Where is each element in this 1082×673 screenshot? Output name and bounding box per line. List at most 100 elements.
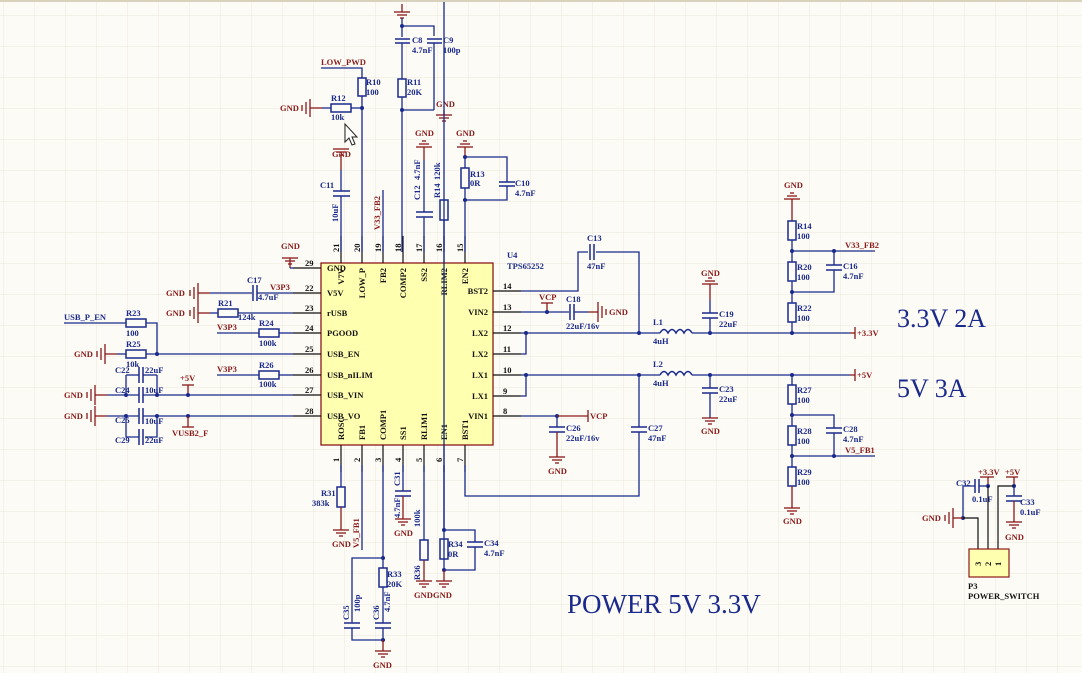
pin-number: 24: [305, 323, 314, 333]
gnd-label: GND: [166, 308, 185, 318]
gnd-symbol-left: [86, 385, 107, 405]
net-label-vusb2-f: VUSB2_F: [172, 428, 208, 438]
svg-text:R29: R29: [797, 467, 812, 477]
svg-text:1: 1: [993, 562, 1003, 566]
pin-number: 25: [305, 344, 314, 354]
gnd-label: GND: [609, 307, 628, 317]
pin-number: 17: [414, 243, 424, 252]
resistor-r33[interactable]: R33 20K: [378, 567, 403, 589]
resistor-r27[interactable]: R27 100: [787, 384, 812, 405]
svg-text:C24: C24: [115, 385, 130, 395]
gnd-label: GND: [784, 180, 803, 190]
svg-text:100p: 100p: [352, 594, 362, 612]
svg-text:100: 100: [126, 328, 139, 338]
pin-number: 10: [503, 365, 512, 375]
svg-text:100k: 100k: [259, 379, 277, 389]
svg-text:4.7nF: 4.7nF: [515, 188, 536, 198]
pin-number: 9: [503, 386, 507, 396]
svg-text:C36: C36: [371, 605, 381, 620]
svg-text:R14: R14: [432, 183, 442, 198]
svg-text:47nF: 47nF: [648, 433, 666, 443]
svg-text:C33: C33: [1020, 497, 1035, 507]
gnd-symbol-left: [96, 344, 117, 364]
pin-number: 2: [352, 458, 362, 462]
rail-label-3v3: 3.3V 2A: [897, 304, 986, 333]
pin-name: RLIM1: [419, 413, 429, 440]
resistor-r20[interactable]: R20 100: [787, 261, 812, 282]
resistor-r28[interactable]: R28 100: [787, 425, 812, 446]
svg-text:100p: 100p: [443, 45, 461, 55]
power-port-plus5v: +5V: [857, 370, 873, 380]
net-label-low-pwd: LOW_PWD: [321, 57, 366, 67]
resistor-r22[interactable]: R22 100: [787, 302, 812, 323]
svg-text:4.7nF: 4.7nF: [412, 45, 433, 55]
svg-text:R36: R36: [412, 565, 422, 580]
svg-text:4.7nF: 4.7nF: [392, 497, 402, 518]
svg-text:R23: R23: [126, 308, 141, 318]
svg-text:R11: R11: [407, 77, 421, 87]
resistor-r10[interactable]: R10 100: [357, 77, 381, 97]
svg-text:R28: R28: [797, 426, 812, 436]
svg-text:C11: C11: [320, 180, 334, 190]
pin-name: FB2: [378, 268, 388, 283]
svg-text:2: 2: [983, 562, 993, 566]
pin-name: SS1: [398, 426, 408, 440]
svg-text:C31: C31: [392, 471, 402, 486]
svg-text:R25: R25: [126, 339, 141, 349]
net-label-usb-p-en: USB_P_EN: [64, 312, 107, 322]
svg-text:R31: R31: [321, 488, 336, 498]
gnd-label: GND: [414, 590, 433, 600]
svg-text:4.7nF: 4.7nF: [382, 591, 392, 612]
ic-body-u4[interactable]: [320, 262, 494, 446]
gnd-label: GND: [701, 426, 720, 436]
svg-text:C10: C10: [515, 178, 530, 188]
gnd-label: GND: [64, 411, 83, 421]
svg-text:22uF: 22uF: [719, 394, 737, 404]
pin-number: 11: [503, 344, 511, 354]
capacitor-c22[interactable]: C22 22uF: [115, 365, 163, 383]
capacitor-c13[interactable]: C13 47nF: [587, 233, 605, 271]
capacitor-c24[interactable]: C24 10uF: [115, 385, 293, 403]
svg-text:C18: C18: [566, 294, 581, 304]
inductor-l2[interactable]: L2 4uH: [653, 359, 693, 388]
svg-text:4.7nF: 4.7nF: [412, 159, 422, 180]
pin-name: USB_VO: [327, 411, 361, 421]
pin-name: SS2: [419, 268, 429, 282]
inductor-l1[interactable]: L1 4uH: [653, 317, 693, 346]
svg-text:100: 100: [797, 231, 810, 241]
resistor-r11[interactable]: R11 20K: [397, 77, 423, 98]
capacitor-c25[interactable]: C25 10uF: [115, 408, 293, 426]
svg-text:4.7nF: 4.7nF: [484, 548, 505, 558]
resistor-r29[interactable]: R29 100: [787, 466, 812, 487]
capacitor-c29[interactable]: C29 22uF: [115, 429, 163, 445]
connector-p3[interactable]: 3 2 1 P3 POWER_SWITCH: [968, 548, 1040, 601]
pin-number: 6: [434, 458, 444, 462]
svg-text:22uF: 22uF: [145, 435, 163, 445]
gnd-label: GND: [373, 660, 392, 670]
svg-text:22uF: 22uF: [145, 365, 163, 375]
sheet-top-border: [0, 0, 1082, 2]
svg-text:R33: R33: [387, 569, 402, 579]
gnd-symbol: [702, 277, 718, 300]
svg-text:0.1uF: 0.1uF: [1020, 507, 1041, 517]
resistor-r14-fb[interactable]: R14 100: [787, 220, 812, 241]
svg-text:4.7nF: 4.7nF: [843, 434, 864, 444]
pin-number: 27: [305, 385, 314, 395]
